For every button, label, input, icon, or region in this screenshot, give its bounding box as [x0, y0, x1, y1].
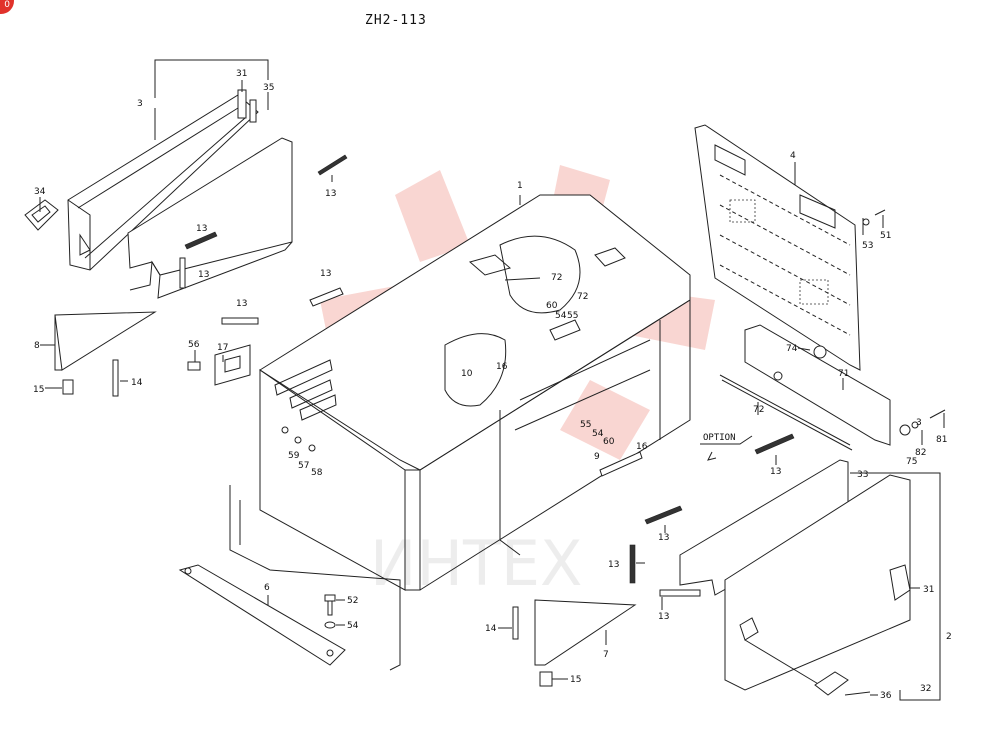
callout-13: 13	[236, 299, 247, 309]
part-1-main-frame	[259, 194, 691, 591]
part-7-bracket	[534, 599, 637, 687]
callout-35: 35	[263, 83, 274, 93]
callout-34: 34	[34, 187, 46, 197]
callout-10: 10	[461, 369, 473, 379]
callout-60: 60	[546, 301, 558, 311]
callout-13: 13	[608, 560, 619, 570]
callout-31: 31	[236, 69, 247, 79]
callout-55: 55	[567, 311, 578, 321]
leader-lines	[39, 59, 945, 701]
part-71-strip	[719, 324, 946, 451]
callout-2: 2	[946, 632, 952, 642]
callout-4: 4	[790, 151, 796, 161]
watermark-text: ИНТЕХ	[370, 527, 583, 600]
callout-52: 52	[347, 596, 358, 606]
callout-6: 6	[264, 583, 270, 593]
callout-75: 75	[906, 457, 917, 467]
callout-13: 13	[658, 612, 669, 622]
callout-13: 13	[325, 189, 336, 199]
callout-14: 14	[131, 378, 143, 388]
part-6-base-rail	[178, 485, 401, 671]
callout-58: 58	[311, 468, 323, 478]
part-2-door	[724, 474, 911, 696]
callout-15: 15	[33, 385, 44, 395]
callout-3: 3	[137, 99, 143, 109]
callout-82: 82	[915, 448, 926, 458]
callout-7: 7	[603, 650, 609, 660]
callout-16: 16	[496, 362, 508, 372]
callout-72: 72	[577, 292, 588, 302]
part-34-handle	[24, 199, 59, 231]
callout-59: 59	[288, 451, 300, 461]
callout-17: 17	[217, 343, 228, 353]
callout-15: 15	[570, 675, 581, 685]
callout-3: 3	[916, 418, 922, 428]
callout-13: 13	[658, 533, 669, 543]
callout-55: 55	[580, 420, 591, 430]
callout-9: 9	[594, 452, 600, 462]
callout-36: 36	[880, 691, 892, 701]
part-8-bracket	[54, 311, 157, 397]
part-17-latch	[187, 344, 251, 386]
part-52-bolt	[324, 594, 336, 629]
callout-60: 60	[603, 437, 615, 447]
diagram-title: ZH2-113	[365, 13, 427, 28]
callout-16: 16	[636, 442, 648, 452]
callout-13: 13	[320, 269, 331, 279]
callout-32: 32	[920, 684, 931, 694]
part-4-side-panel	[694, 124, 886, 371]
option-note: OPTION	[700, 433, 753, 461]
callout-51: 51	[880, 231, 891, 241]
callout-31: 31	[923, 585, 934, 595]
callout-1: 1	[517, 181, 523, 191]
part-13-bars	[179, 154, 795, 640]
part-upper-board	[127, 137, 293, 299]
callout-13: 13	[196, 224, 207, 234]
callout-8: 8	[34, 341, 40, 351]
callout-14: 14	[485, 624, 497, 634]
callout-74: 74	[786, 344, 798, 354]
callout-72: 72	[551, 273, 562, 283]
callout-54: 54	[555, 311, 567, 321]
callout-57: 57	[298, 461, 309, 471]
callout-13: 13	[198, 270, 209, 280]
callout-81: 81	[936, 435, 947, 445]
callout-54: 54	[347, 621, 359, 631]
callout-71: 71	[838, 369, 849, 379]
callout-53: 53	[862, 241, 873, 251]
callout-33: 33	[857, 470, 868, 480]
callout-labels: 31 35 3 34 13 13 13 13 13 1 4 51 53 72 6…	[33, 69, 952, 701]
callout-13: 13	[770, 467, 781, 477]
callout-56: 56	[188, 340, 200, 350]
option-label: OPTION	[703, 433, 736, 443]
callout-54: 54	[592, 429, 604, 439]
callout-72: 72	[753, 405, 764, 415]
